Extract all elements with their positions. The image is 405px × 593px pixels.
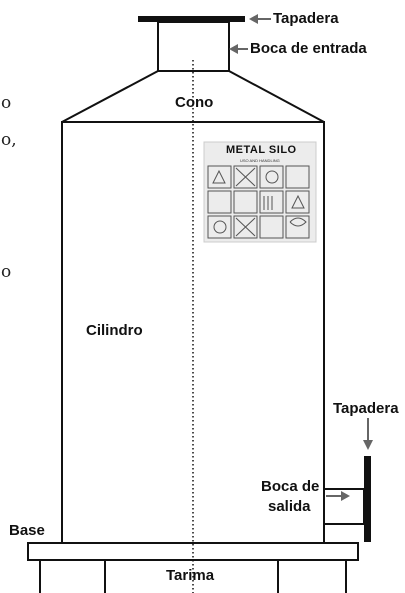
arrow-boca-entrada-head (229, 44, 238, 54)
arrow-tapadera-top-head (249, 14, 258, 24)
pictogram-3 (259, 165, 284, 189)
pictogram-warning-1 (212, 169, 226, 184)
pictogram-cross-2 (235, 217, 256, 237)
pictogram-9 (207, 215, 232, 239)
pictogram-warning-2 (291, 194, 305, 209)
arrow-boca-salida-head (341, 491, 350, 501)
pictogram-10 (233, 215, 258, 239)
label-base: Base (9, 522, 45, 539)
label-boca-entrada: Boca de entrada (250, 40, 367, 57)
tapadera-outlet-lid (364, 456, 371, 542)
edge-fragment-3: o (1, 262, 12, 282)
tarima-pallet (39, 560, 347, 593)
label-arrows (229, 14, 373, 501)
label-boca-salida-line1: Boca de (261, 478, 320, 495)
label-tapadera-top: Tapadera (273, 10, 339, 27)
label-cono: Cono (175, 94, 214, 111)
pictogram-cross-1 (235, 167, 256, 187)
pictogram-12 (285, 215, 310, 239)
edge-fragment-1: o (1, 93, 12, 113)
label-cilindro: Cilindro (86, 322, 143, 339)
label-boca-salida-line2: salida (268, 498, 311, 515)
sticker-subtitle: USO AND HANDLING (240, 158, 280, 163)
edge-fragment-2: o, (1, 130, 17, 150)
pictogram-2 (233, 165, 258, 189)
pictogram-circle-1 (265, 170, 279, 184)
pictogram-7 (259, 190, 284, 214)
sticker-pictograms (207, 165, 310, 239)
pictogram-bars (263, 196, 273, 210)
pictogram-circle-2 (213, 220, 227, 234)
pictogram-5 (207, 190, 232, 214)
pictogram-6 (233, 190, 258, 214)
pictogram-4 (285, 165, 310, 189)
label-tarima: Tarima (166, 567, 215, 584)
tapadera-top-lid (138, 16, 245, 22)
pictogram-1 (207, 165, 232, 189)
boca-entrada-neck (157, 21, 230, 72)
label-tapadera-right: Tapadera (333, 400, 399, 417)
pictogram-wave (289, 217, 307, 227)
sticker-title: METAL SILO (226, 144, 297, 156)
pictogram-11 (259, 215, 284, 239)
pictogram-8 (285, 190, 310, 214)
arrow-tapadera-right-head (363, 440, 373, 450)
warning-sticker (203, 141, 317, 243)
